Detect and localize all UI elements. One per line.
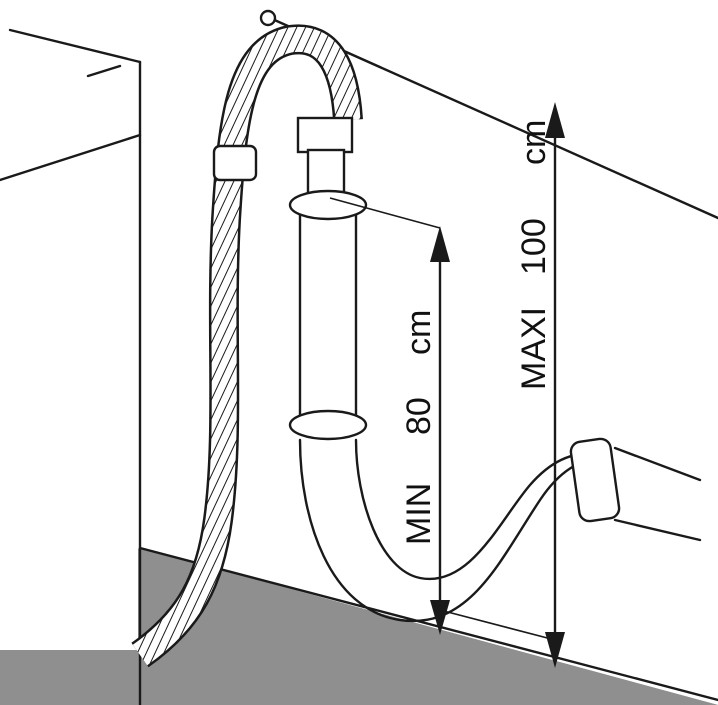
min-value: 80 bbox=[400, 397, 438, 435]
max-value: 100 bbox=[515, 218, 553, 275]
max-unit: cm bbox=[515, 120, 553, 165]
min-label-group: MIN 80 cm bbox=[400, 310, 438, 545]
washing-machine bbox=[0, 30, 140, 705]
min-unit: cm bbox=[400, 310, 438, 355]
arrow-up-icon bbox=[430, 226, 450, 262]
max-label-group: MAXI 100 cm bbox=[515, 120, 553, 390]
standpipe bbox=[290, 118, 700, 621]
max-word: MAXI bbox=[515, 307, 553, 390]
min-word: MIN bbox=[400, 483, 438, 545]
